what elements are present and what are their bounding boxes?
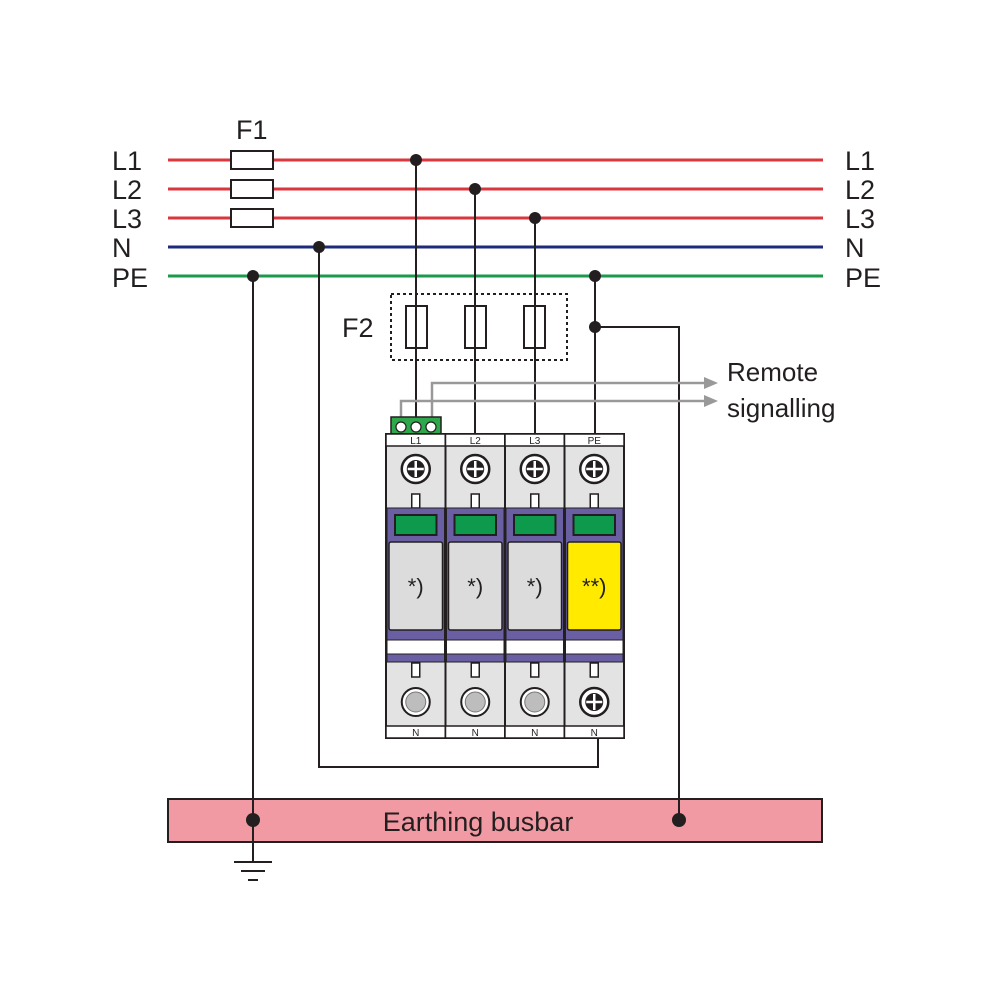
- junction-dot-l2: [469, 183, 481, 195]
- protection-cartridge: [507, 541, 563, 631]
- protection-cartridge: [388, 541, 444, 631]
- remote-label-line2: signalling: [727, 393, 835, 423]
- left-label-l3: L3: [112, 204, 142, 234]
- junction-dot-pe-right: [589, 270, 601, 282]
- status-indicator: [572, 514, 616, 536]
- bottom-slot: [589, 662, 599, 678]
- top-slot: [589, 493, 599, 509]
- bottom-slot: [411, 662, 421, 678]
- top-slot: [530, 493, 540, 509]
- bottom-slot: [530, 662, 540, 678]
- module-white-stripe: [565, 639, 624, 655]
- spd-module-2: L2 *) N: [444, 433, 506, 739]
- busbar-label: Earthing busbar: [383, 807, 574, 837]
- junction-dot-pe-branch: [589, 321, 601, 333]
- spd-module-1: L1 *) N: [385, 433, 447, 739]
- bottom-disc-face: [524, 691, 546, 713]
- remote-signalling-arrows: [399, 377, 718, 422]
- left-label-l1: L1: [112, 146, 142, 176]
- module-lower-band: [386, 653, 445, 663]
- right-label-n: N: [845, 233, 865, 263]
- bottom-slot: [470, 662, 480, 678]
- wire-n-to-device: [318, 247, 599, 768]
- bottom-disc-face: [405, 691, 427, 713]
- connection-wires: [252, 160, 680, 862]
- right-label-l1: L1: [845, 146, 875, 176]
- spd-module-3: L3 *) N: [504, 433, 566, 739]
- module-bottom-label: N: [472, 728, 479, 739]
- right-label-pe: PE: [845, 263, 881, 293]
- cartridge-mark: *): [467, 574, 483, 599]
- module-white-stripe: [505, 639, 564, 655]
- module-white-stripe: [446, 639, 505, 655]
- left-line-labels: L1 L2 L3 N PE: [112, 146, 148, 293]
- junction-dot-l1: [410, 154, 422, 166]
- right-line-labels: L1 L2 L3 N PE: [845, 146, 881, 293]
- cartridge-mark: *): [527, 574, 543, 599]
- bottom-disc-face: [464, 691, 486, 713]
- left-label-n: N: [112, 233, 132, 263]
- fuse-f1-l2: [230, 179, 274, 199]
- module-top-label: L1: [410, 436, 422, 447]
- supply-lines: [168, 158, 823, 278]
- module-bottom-strip: [563, 725, 625, 739]
- junction-dots: [246, 154, 686, 827]
- wire-pe-to-busbar: [595, 326, 680, 820]
- top-slot: [411, 493, 421, 509]
- module-bottom-label: N: [531, 728, 538, 739]
- fuse-f2-box: [390, 293, 568, 361]
- junction-dot-n: [313, 241, 325, 253]
- protection-cartridge: [566, 541, 622, 631]
- protection-cartridge: [447, 541, 503, 631]
- right-label-l2: L2: [845, 175, 875, 205]
- remote-label-line1: Remote: [727, 357, 818, 387]
- fuse-f2-label: F2: [342, 313, 374, 343]
- right-label-l3: L3: [845, 204, 875, 234]
- cartridge-mark: *): [408, 574, 424, 599]
- busbar-bar: [167, 798, 823, 843]
- module-top-label: L3: [529, 436, 541, 447]
- spd-module-4: PE **) N: [563, 433, 625, 739]
- fuse-f1: F1: [230, 115, 274, 228]
- module-top-label: PE: [588, 436, 602, 447]
- module-lower-band: [565, 653, 624, 663]
- cartridge-mark: **): [582, 574, 606, 599]
- module-white-stripe: [386, 639, 445, 655]
- junction-dot-busbar-right: [672, 813, 686, 827]
- surge-protection-device: L1 *) N L2 *) N L3 *) N PE **) N: [385, 433, 625, 739]
- remote-signalling-terminal: [390, 416, 442, 435]
- left-label-pe: PE: [112, 263, 148, 293]
- junction-dot-busbar-left: [246, 813, 260, 827]
- status-indicator: [453, 514, 497, 536]
- status-indicator: [394, 514, 438, 536]
- fuse-f1-l3: [230, 208, 274, 228]
- junction-dot-l3: [529, 212, 541, 224]
- module-top-strip: [563, 433, 625, 447]
- earthing-busbar: Earthing busbar: [167, 798, 823, 843]
- fuse-f1-l1: [230, 150, 274, 170]
- fuse-f1-label: F1: [236, 115, 268, 145]
- fuse-f2: F2: [342, 293, 568, 361]
- top-slot: [470, 493, 480, 509]
- module-top-label: L2: [470, 436, 482, 447]
- left-label-l2: L2: [112, 175, 142, 205]
- junction-dot-pe-left: [247, 270, 259, 282]
- module-lower-band: [446, 653, 505, 663]
- module-bottom-label: N: [412, 728, 419, 739]
- module-lower-band: [505, 653, 564, 663]
- ground-symbol: [234, 861, 272, 881]
- module-bottom-label: N: [591, 728, 598, 739]
- status-indicator: [513, 514, 557, 536]
